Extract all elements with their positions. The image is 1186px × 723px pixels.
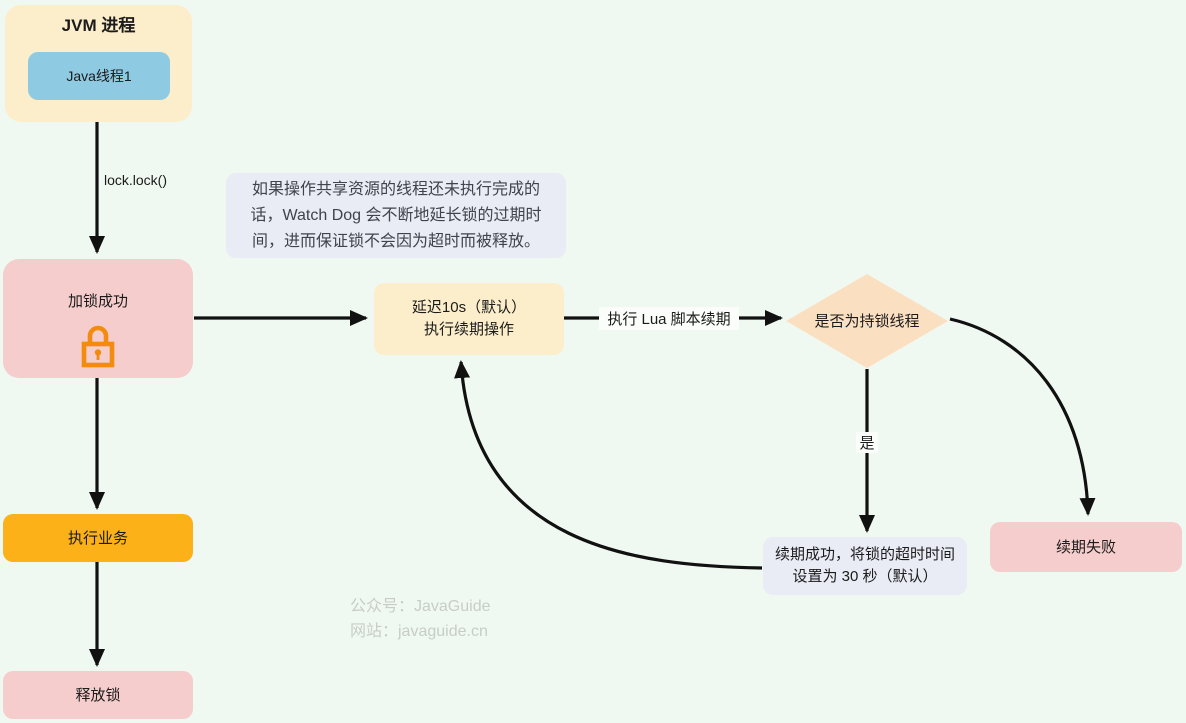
watchdog-note: 如果操作共享资源的线程还未执行完成的 话，Watch Dog 会不断地延长锁的过…	[226, 173, 566, 258]
node-delay-renew: 延迟10s（默认） 执行续期操作	[374, 283, 564, 355]
java-thread-node: Java线程1	[28, 52, 170, 100]
node-lock-success: 加锁成功	[3, 259, 193, 378]
lock-icon	[81, 325, 115, 368]
node-release-lock: 释放锁	[3, 671, 193, 719]
node-renew-fail: 续期失败	[990, 522, 1182, 572]
jvm-process-group: JVM 进程 Java线程1	[5, 5, 192, 122]
node-hold-lock-check-label: 是否为持锁线程	[814, 312, 920, 330]
node-renew-success: 续期成功，将锁的超时时间 设置为 30 秒（默认）	[763, 537, 967, 595]
watermark-line1: 公众号：JavaGuide	[350, 598, 491, 615]
node-hold-lock-check: 是否为持锁线程	[786, 274, 948, 368]
arrow-renewsuccess-to-delay	[454, 360, 763, 570]
edge-label-lock-call: lock.lock()	[104, 172, 168, 188]
edge-label-yes: 是	[856, 432, 878, 453]
node-run-business: 执行业务	[3, 514, 193, 562]
edge-label-lua-renew: 执行 Lua 脚本续期	[599, 307, 739, 330]
jvm-process-title: JVM 进程	[61, 16, 136, 35]
diamond-shape	[786, 274, 948, 368]
node-lock-success-label: 加锁成功	[67, 293, 128, 310]
watermark-line2: 网站：javaguide.cn	[350, 623, 488, 640]
watermark: 公众号：JavaGuide 网站：javaguide.cn	[350, 594, 491, 644]
arrow-diamond-to-renewfail	[949, 317, 1096, 516]
